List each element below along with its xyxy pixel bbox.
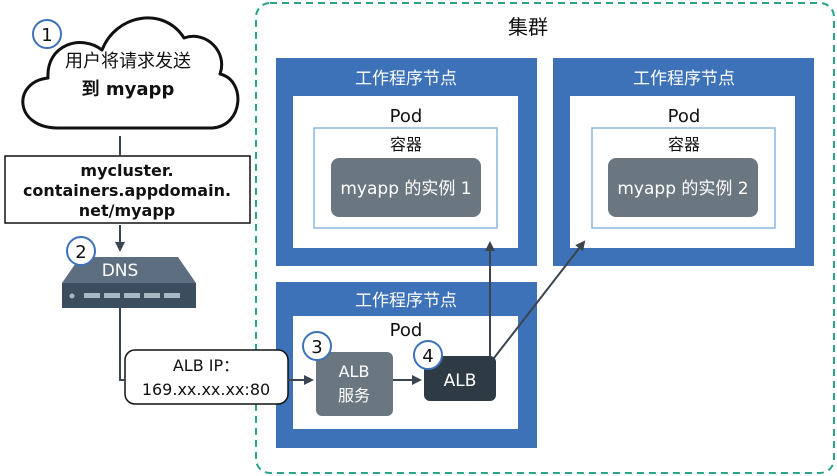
- app-instance-label: myapp 的实例 1: [340, 179, 471, 199]
- alb-service-label-1: ALB: [339, 362, 370, 381]
- url-line-2: containers.appdomain.: [23, 181, 231, 200]
- alb-ip-line-2: 169.xx.xx.xx:80: [142, 380, 270, 399]
- cluster-title: 集群: [508, 15, 548, 39]
- container-label: 容器: [390, 135, 422, 154]
- cluster-boundary: [255, 2, 835, 474]
- worker-node-2: 工作程序节点 Pod 容器 myapp 的实例 2: [553, 58, 814, 266]
- worker-node-3: 工作程序节点 Pod: [276, 282, 537, 448]
- worker-node-title: 工作程序节点: [355, 69, 457, 89]
- app-instance-box: [331, 158, 481, 217]
- svg-text:2: 2: [75, 242, 86, 263]
- alb-label: ALB: [444, 371, 477, 391]
- client-request-line-2: 到 myapp: [82, 79, 175, 100]
- arrow-alb-to-instance-2: [493, 240, 586, 359]
- alb-ip-line-1: ALB IP：: [173, 356, 239, 375]
- worker-node-1: 工作程序节点 Pod 容器 myapp 的实例 1: [276, 58, 537, 266]
- svg-text:1: 1: [41, 25, 52, 46]
- alb-service-label-2: 服务: [338, 386, 370, 405]
- app-instance-label: myapp 的实例 2: [617, 179, 748, 199]
- step-badge-2: 2: [66, 236, 96, 266]
- svg-text:4: 4: [422, 346, 433, 367]
- step-badge-1: 1: [32, 19, 62, 49]
- connector-dns-to-albip: [119, 308, 125, 381]
- url-line-1: mycluster.: [80, 161, 173, 180]
- container-label: 容器: [668, 135, 700, 154]
- app-instance-box: [608, 158, 758, 217]
- cloud-icon: [21, 16, 240, 130]
- url-line-3: net/myapp: [79, 201, 176, 220]
- svg-text:3: 3: [311, 337, 322, 358]
- step-badge-3: 3: [302, 331, 332, 361]
- client-request-line-1: 用户将请求发送: [65, 51, 191, 72]
- url-box: [4, 155, 251, 224]
- step-badge-4: 4: [413, 340, 443, 370]
- worker-node-title: 工作程序节点: [355, 291, 457, 311]
- pod-label: Pod: [390, 106, 423, 127]
- alb: ALB: [424, 356, 496, 401]
- worker-node-title: 工作程序节点: [633, 69, 735, 89]
- alb-service: ALB 服务: [316, 352, 393, 416]
- pod-label: Pod: [390, 320, 423, 341]
- dns-server-icon: [62, 257, 196, 308]
- pod-label: Pod: [668, 106, 701, 127]
- alb-ip-box: [124, 349, 289, 405]
- dns-label: DNS: [102, 261, 139, 281]
